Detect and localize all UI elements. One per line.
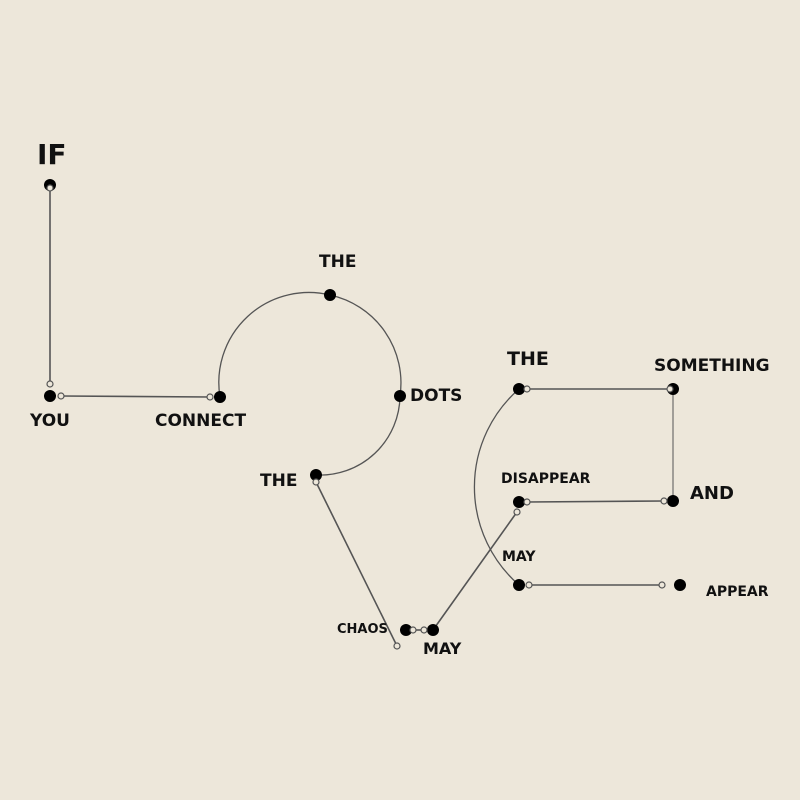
handle-chaos-bottom — [393, 642, 401, 650]
connector-dots-the — [315, 395, 401, 476]
dot-may-1 — [427, 624, 439, 636]
connector-you-connect — [60, 395, 211, 398]
word-the-3: THE — [507, 348, 549, 370]
connector-the-dots — [329, 294, 402, 397]
dot-the-3 — [513, 383, 525, 395]
handle-you-top — [46, 380, 54, 388]
word-if: IF — [37, 138, 67, 171]
handle-the-3-right — [523, 385, 531, 393]
dot-connect — [214, 391, 226, 403]
dot-you — [44, 390, 56, 402]
word-and: AND — [690, 483, 734, 504]
connector-connect-the — [218, 291, 331, 398]
handle-something-left — [666, 385, 674, 393]
handle-if-bottom — [46, 184, 54, 192]
connector-may-the — [473, 388, 520, 586]
handle-chaos-right — [409, 626, 417, 634]
word-may-2: MAY — [502, 549, 536, 565]
handle-and-left — [660, 497, 668, 505]
handle-disappear-bottom — [513, 508, 521, 516]
handle-you-right — [57, 392, 65, 400]
word-connect: CONNECT — [155, 411, 247, 431]
handle-appear-left — [658, 581, 666, 589]
dot-may-2 — [513, 579, 525, 591]
word-disappear: DISAPPEAR — [501, 471, 591, 487]
word-appear: APPEAR — [706, 584, 769, 600]
connector-and-disappear — [526, 500, 665, 503]
dot-the-2 — [310, 469, 322, 481]
word-something: SOMETHING — [654, 356, 770, 376]
dot-appear — [674, 579, 686, 591]
word-dots: DOTS — [410, 386, 463, 406]
connector-the-chaos — [315, 481, 398, 647]
handle-may-1-left — [420, 626, 428, 634]
dot-and — [667, 495, 679, 507]
word-you: YOU — [30, 411, 70, 431]
word-the-2: THE — [260, 471, 298, 491]
word-may-1: MAY — [423, 639, 462, 658]
word-chaos: CHAOS — [337, 622, 388, 637]
connector-may-disappear — [432, 511, 518, 631]
dot-disappear — [513, 496, 525, 508]
dot-dots — [394, 390, 406, 402]
word-the-1: THE — [319, 252, 357, 272]
handle-connect-left — [206, 393, 214, 401]
handle-disappear-right — [523, 498, 531, 506]
dot-the-1 — [324, 289, 336, 301]
handle-may-2-right — [525, 581, 533, 589]
handle-the-2-bottom — [312, 478, 320, 486]
dot-chaos — [400, 624, 412, 636]
